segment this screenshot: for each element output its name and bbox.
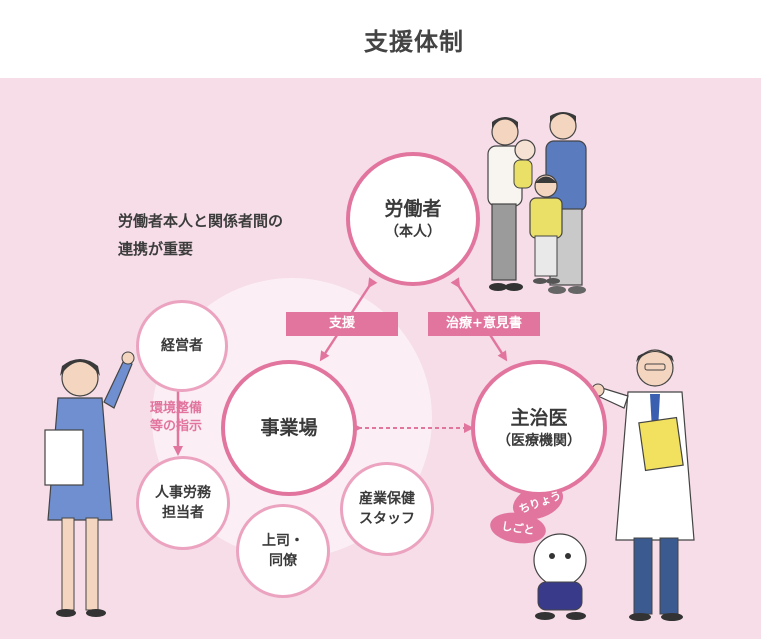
doctor-node: 主治医 （医療機関）	[471, 360, 607, 496]
worker-node: 労働者 （本人）	[346, 152, 480, 286]
worker-label: 労働者	[384, 198, 442, 220]
boss-node: 上司・ 同僚	[236, 504, 330, 598]
doctor-illustration	[591, 349, 695, 621]
lead-note-line2: 連携が重要	[118, 240, 194, 258]
doctor-sublabel: （医療機関）	[497, 433, 581, 449]
page-title: 支援体制	[364, 28, 464, 56]
treatment-tag: 治療+意見書	[428, 312, 540, 336]
manager-arrow-label: 環境整備 等の指示	[136, 400, 216, 436]
manager-label: 経営者	[161, 338, 203, 354]
manager-node: 経営者	[136, 300, 228, 392]
manager-arrow-line1: 環境整備	[149, 401, 202, 416]
lead-note: 労働者本人と関係者間の 連携が重要	[118, 207, 348, 263]
staff-label-line2: スタッフ	[359, 511, 415, 527]
boss-label-line1: 上司・	[262, 533, 304, 549]
manager-arrow-line2: 等の指示	[149, 419, 202, 434]
header: 支援体制	[0, 0, 761, 78]
hr-node: 人事労務 担当者	[136, 456, 230, 550]
workplace-node: 事業場	[221, 360, 357, 496]
worker-sublabel: （本人）	[385, 224, 441, 240]
lead-note-line1: 労働者本人と関係者間の	[118, 212, 284, 230]
staff-label-line1: 産業保健	[359, 491, 415, 507]
support-tag: 支援	[286, 312, 398, 336]
family-illustration	[487, 112, 587, 294]
workplace-label: 事業場	[260, 417, 318, 439]
boss-label-line2: 同僚	[269, 553, 297, 569]
doctor-label: 主治医	[510, 407, 568, 429]
hr-label-line2: 担当者	[162, 505, 204, 521]
staff-node: 産業保健 スタッフ	[340, 462, 434, 556]
businesswoman-illustration	[44, 351, 135, 617]
hr-label-line1: 人事労務	[155, 485, 211, 501]
